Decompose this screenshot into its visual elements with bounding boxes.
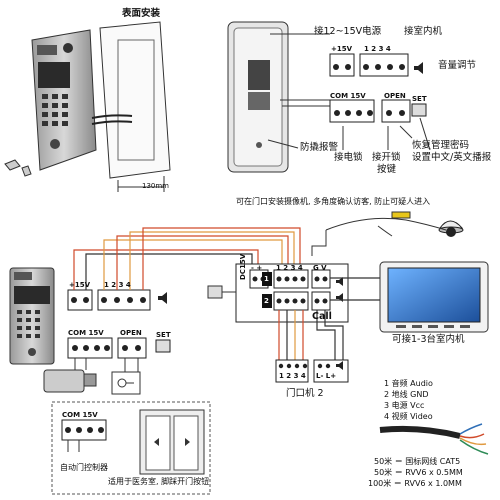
label-hospital-note: 适用于医务室, 脚踩开门按钮 bbox=[108, 477, 210, 486]
switcher-box bbox=[235, 263, 349, 323]
cable-spec-2: 50米 ＝ RVV6 x 0.5MM bbox=[374, 468, 463, 477]
term-mid-com: COM 15V bbox=[68, 329, 104, 337]
label-camera-note: 可在门口安装摄像机, 多角度确认访客, 防止可疑人进入 bbox=[236, 197, 431, 206]
term-sw-gv: G V bbox=[313, 264, 327, 272]
term-mid-15v: +15V bbox=[69, 281, 91, 289]
label-dim-130: 130mm bbox=[142, 182, 169, 190]
station-2-terminals bbox=[275, 359, 349, 383]
speaker-icon-top bbox=[414, 62, 423, 74]
camera-cable bbox=[311, 211, 447, 256]
legend-item-3: 3 电源 Vcc bbox=[384, 401, 425, 410]
term-mid-open: OPEN bbox=[120, 329, 142, 337]
label-connect-indoor-units: 可接1-3台室内机 bbox=[392, 334, 465, 345]
wires-to-station-2 bbox=[278, 310, 344, 360]
cable-spec-3: 100米 ＝ RVV6 x 1.0MM bbox=[368, 479, 462, 488]
label-unlock-2: 按键 bbox=[377, 164, 397, 175]
term-mid-set: SET bbox=[156, 331, 171, 339]
term-top-set: SET bbox=[412, 95, 427, 103]
label-door-station-2: 门口机 2 bbox=[286, 388, 324, 399]
terminal-blocks-top bbox=[329, 53, 427, 123]
dome-camera bbox=[438, 220, 464, 237]
term-sw-call: Call bbox=[312, 311, 332, 322]
terminal-blocks-mid bbox=[67, 289, 171, 359]
speaker-icon-mid bbox=[158, 292, 167, 304]
term-sw-pm: - + bbox=[251, 264, 263, 272]
label-elec-lock: 接电锁 bbox=[334, 152, 363, 163]
label-set-lang: 设置中文/英文播报 bbox=[412, 152, 492, 163]
label-unlock-1: 接开锁 bbox=[372, 152, 401, 163]
term-sw-dc15v: DC15V bbox=[239, 253, 247, 280]
indoor-monitor bbox=[379, 261, 489, 333]
legend-item-4: 4 视频 Video bbox=[384, 412, 433, 421]
door-station-back bbox=[227, 21, 330, 173]
term-top-open: OPEN bbox=[384, 92, 406, 100]
door-station-front bbox=[4, 29, 97, 177]
term-st2-1234: 1 2 3 4 bbox=[279, 372, 306, 380]
term-sw-1: 1 bbox=[264, 275, 269, 283]
electric-lock bbox=[43, 358, 97, 393]
wires-to-monitor bbox=[330, 277, 380, 301]
surface-mount-box bbox=[91, 21, 171, 192]
label-auto-door-ctrl: 自动门控制器 bbox=[60, 463, 108, 472]
unlock-button bbox=[111, 358, 141, 395]
term-top-com: COM 15V bbox=[330, 92, 366, 100]
legend-item-1: 1 音频 Audio bbox=[384, 379, 433, 388]
auto-door-box bbox=[51, 401, 211, 495]
label-power: 接12~15V电源 bbox=[314, 26, 382, 37]
label-restore-password: 恢复管理密码 bbox=[412, 140, 470, 151]
terminal-screws-top bbox=[333, 64, 405, 116]
label-surface-install: 表面安装 bbox=[122, 8, 161, 19]
cable-illustration bbox=[379, 423, 489, 455]
term-sw-1234: 1 2 3 4 bbox=[276, 264, 303, 272]
wires-top-run bbox=[73, 227, 301, 290]
term-mid-1234: 1 2 3 4 bbox=[104, 281, 131, 289]
leader-lines-top bbox=[342, 117, 431, 151]
term-sw-2: 2 bbox=[264, 297, 269, 305]
term-top-15v: +15V bbox=[331, 45, 353, 53]
legend-item-2: 2 地线 GND bbox=[384, 390, 429, 399]
term-st2-ll: L- L+ bbox=[316, 372, 337, 380]
cable-spec-1: 50米 ＝ 国标网线 CAT5 bbox=[374, 457, 461, 466]
door-station-left bbox=[9, 267, 55, 365]
power-adapter bbox=[207, 285, 236, 299]
terminal-screws-mid bbox=[71, 297, 146, 351]
label-volume: 音量调节 bbox=[438, 60, 477, 71]
label-connect-indoor: 接室内机 bbox=[404, 26, 443, 37]
term-auto-com: COM 15V bbox=[62, 411, 98, 419]
term-top-1234: 1 2 3 4 bbox=[364, 45, 391, 53]
label-anti-tamper: 防撬报警 bbox=[300, 142, 339, 153]
